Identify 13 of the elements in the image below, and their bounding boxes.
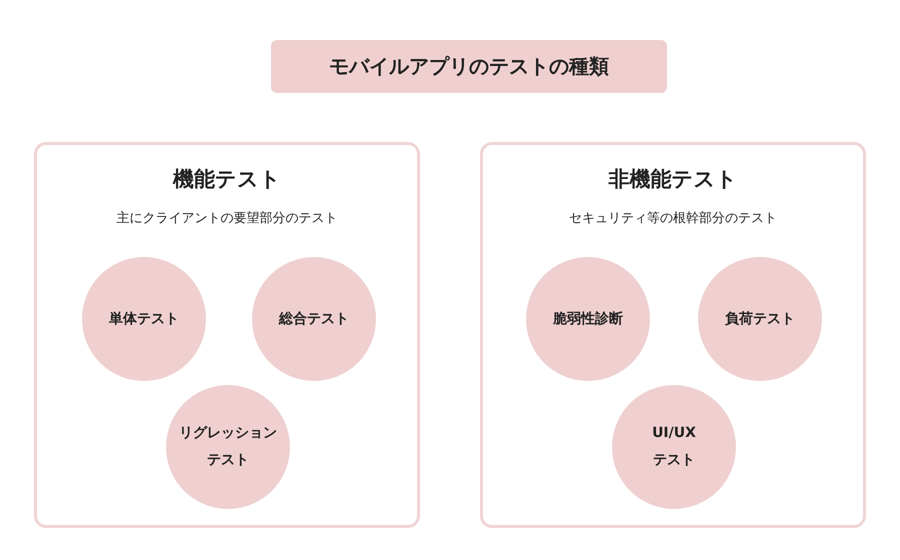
- category-panel: [34, 142, 420, 528]
- title-banner: モバイルアプリのテストの種類: [271, 40, 667, 93]
- panel-heading: 機能テスト: [172, 166, 282, 193]
- test-type-label: 負荷テスト: [725, 310, 795, 329]
- panel-description: セキュリティ等の根幹部分のテスト: [568, 210, 778, 227]
- panel-description: 主にクライアントの要望部分のテスト: [116, 210, 338, 227]
- category-panel: [480, 142, 866, 528]
- test-type-label: リグレッションテスト: [178, 424, 278, 470]
- test-type-label: 総合テスト: [279, 310, 349, 329]
- test-type-label: UI/UXテスト: [651, 424, 697, 470]
- test-type-label: 単体テスト: [109, 310, 179, 329]
- panel-heading: 非機能テスト: [608, 166, 738, 193]
- test-type-label: 脆弱性診断: [553, 310, 623, 329]
